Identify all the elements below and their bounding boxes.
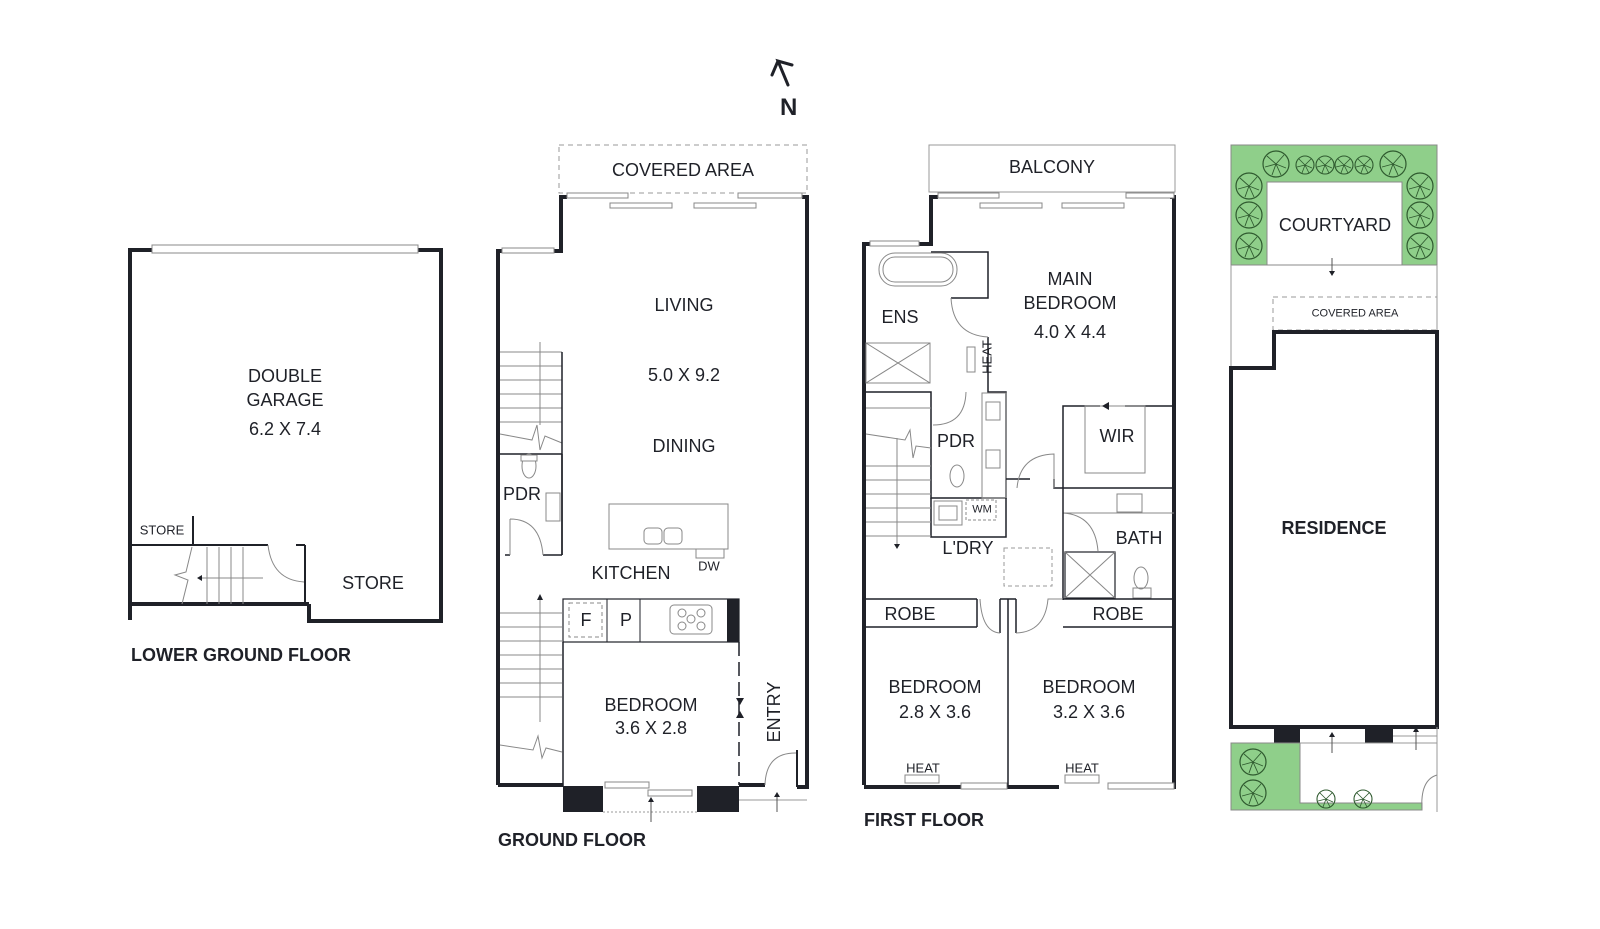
room-label-pdr-first: PDR <box>936 431 976 451</box>
room-dims-garage: 6.2 X 7.4 <box>248 419 322 439</box>
room-label-main-bedroom-2: BEDROOM <box>1023 293 1117 313</box>
north-label: N <box>780 94 798 121</box>
floor-title-first: FIRST FLOOR <box>864 810 984 830</box>
appliance-label-dishwasher: DW <box>698 558 720 574</box>
room-label-bedroom-2: BEDROOM <box>888 677 982 697</box>
room-dims-main-bedroom: 4.0 X 4.4 <box>1033 322 1107 342</box>
room-label-store: STORE <box>342 573 404 593</box>
area-label-residence: RESIDENCE <box>1281 518 1387 538</box>
room-label-main-bedroom: MAIN <box>1047 269 1093 289</box>
lower-ground-floor-plan <box>128 244 443 623</box>
site-plan <box>1229 144 1439 812</box>
heater-label-bedroom-2: HEAT <box>906 760 940 776</box>
room-label-garage-2: GARAGE <box>246 390 324 410</box>
first-floor-plan <box>862 144 1176 790</box>
room-dims-bedroom-3: 3.2 X 3.6 <box>1052 702 1126 722</box>
room-label-wir: WIR <box>1099 426 1135 446</box>
room-dims-bedroom: 3.6 X 2.8 <box>614 718 688 738</box>
appliance-label-washing-machine: WM <box>972 503 992 516</box>
room-label-garage: DOUBLE <box>247 366 323 386</box>
room-label-balcony: BALCONY <box>1008 157 1096 177</box>
room-dims-living: 5.0 X 9.2 <box>647 365 721 385</box>
room-label-covered-area: COVERED AREA <box>611 160 755 180</box>
heater-label-main: HEAT <box>979 340 995 374</box>
appliance-label-pantry: P <box>619 610 633 630</box>
room-label-store-small: STORE <box>139 522 185 538</box>
room-label-pdr: PDR <box>502 484 542 504</box>
room-label-kitchen: KITCHEN <box>591 563 671 583</box>
north-arrow-icon <box>770 58 794 87</box>
room-label-bath: BATH <box>1115 528 1163 548</box>
room-label-entry: ENTRY <box>764 681 784 743</box>
heater-label-bedroom-3: HEAT <box>1065 760 1099 776</box>
room-label-robe-left: ROBE <box>884 604 936 624</box>
room-label-robe-right: ROBE <box>1092 604 1144 624</box>
room-label-dining: DINING <box>652 436 716 456</box>
room-dims-bedroom-2: 2.8 X 3.6 <box>898 702 972 722</box>
floor-title-lower-ground: LOWER GROUND FLOOR <box>131 645 351 665</box>
appliance-label-fridge: F <box>580 610 592 630</box>
room-label-bedroom: BEDROOM <box>604 695 698 715</box>
room-label-laundry: L'DRY <box>942 538 994 558</box>
area-label-covered-area-site: COVERED AREA <box>1311 307 1399 320</box>
room-label-ensuite: ENS <box>881 307 919 327</box>
ground-floor-plan <box>496 144 809 822</box>
room-label-living: LIVING <box>654 295 714 315</box>
room-label-bedroom-3: BEDROOM <box>1042 677 1136 697</box>
area-label-courtyard: COURTYARD <box>1278 215 1392 235</box>
floor-title-ground: GROUND FLOOR <box>498 830 646 850</box>
